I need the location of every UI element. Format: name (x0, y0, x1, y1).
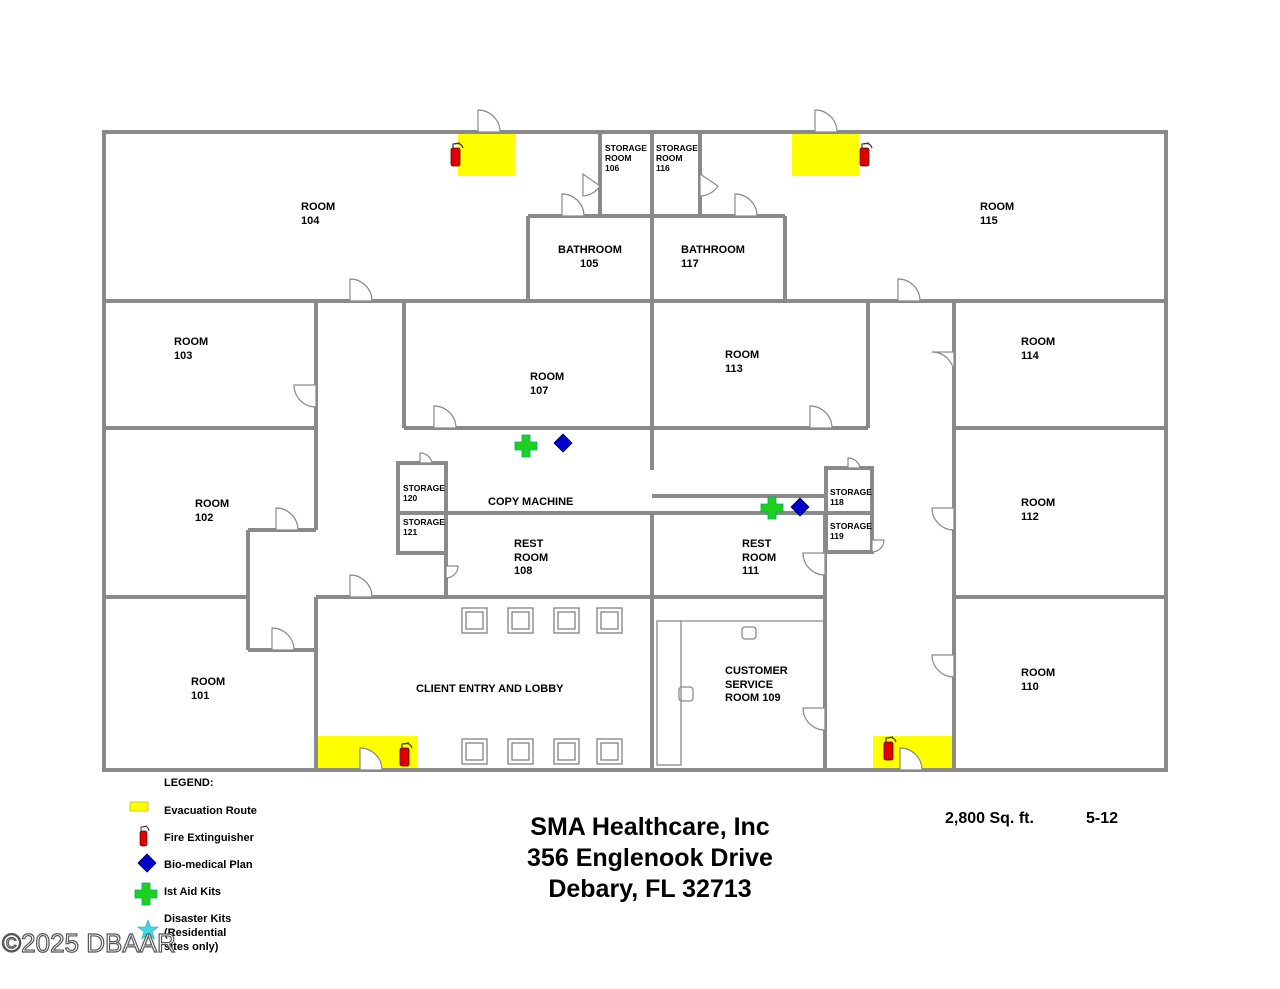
legend-title: LEGEND: (164, 777, 214, 789)
safety-markers (514, 433, 810, 520)
lobby-chairs (461, 607, 623, 765)
legend-first-aid: Ist Aid Kits (164, 886, 221, 898)
revision-date: 5-12 (1086, 810, 1119, 827)
bio-medical-icon (553, 433, 573, 453)
evacuation-zones (318, 134, 953, 770)
legend-fire-extinguisher: Fire Extinguisher (164, 832, 255, 844)
address-city: Debary, FL 32713 (548, 875, 752, 903)
fire-extinguisher-icon (450, 142, 464, 167)
copyright-watermark: ©2025 DBAAR (1, 927, 176, 958)
fire-extinguisher-icon (139, 825, 150, 847)
evacuation-zone-104 (458, 134, 516, 176)
square-footage: 2,800 Sq. ft. (945, 810, 1034, 827)
bio-medical-icon (790, 497, 810, 517)
legend: LEGEND: Evacuation Route Fire Extinguish… (129, 777, 257, 953)
evacuation-zone-115 (792, 134, 859, 176)
legend-bio-medical: Bio-medical Plan (164, 859, 253, 871)
first-aid-icon (134, 882, 158, 906)
evacuation-route-swatch (129, 801, 149, 812)
chair (596, 607, 623, 634)
fire-extinguishers (399, 142, 897, 767)
fire-extinguisher-icon (859, 142, 873, 167)
fire-extinguisher-icon (883, 736, 897, 761)
chair (553, 607, 580, 634)
chair (507, 738, 534, 765)
disaster-kit-icon (137, 919, 159, 940)
service-counter (656, 620, 825, 766)
chair (507, 607, 534, 634)
chair (553, 738, 580, 765)
first-aid-icon (760, 496, 784, 520)
address-street: 356 Englenook Drive (527, 844, 773, 872)
bio-medical-icon (137, 853, 157, 873)
doors (271, 109, 955, 771)
copy-machine-label: COPY MACHINE (488, 496, 573, 508)
lobby-label: CLIENT ENTRY AND LOBBY (416, 683, 564, 695)
chair (461, 607, 488, 634)
walls (102, 130, 1168, 772)
first-aid-icon (514, 434, 538, 458)
fire-extinguisher-icon (399, 742, 413, 767)
address-company: SMA Healthcare, Inc (530, 813, 770, 841)
legend-evacuation: Evacuation Route (164, 805, 257, 817)
chair (596, 738, 623, 765)
chair (461, 738, 488, 765)
